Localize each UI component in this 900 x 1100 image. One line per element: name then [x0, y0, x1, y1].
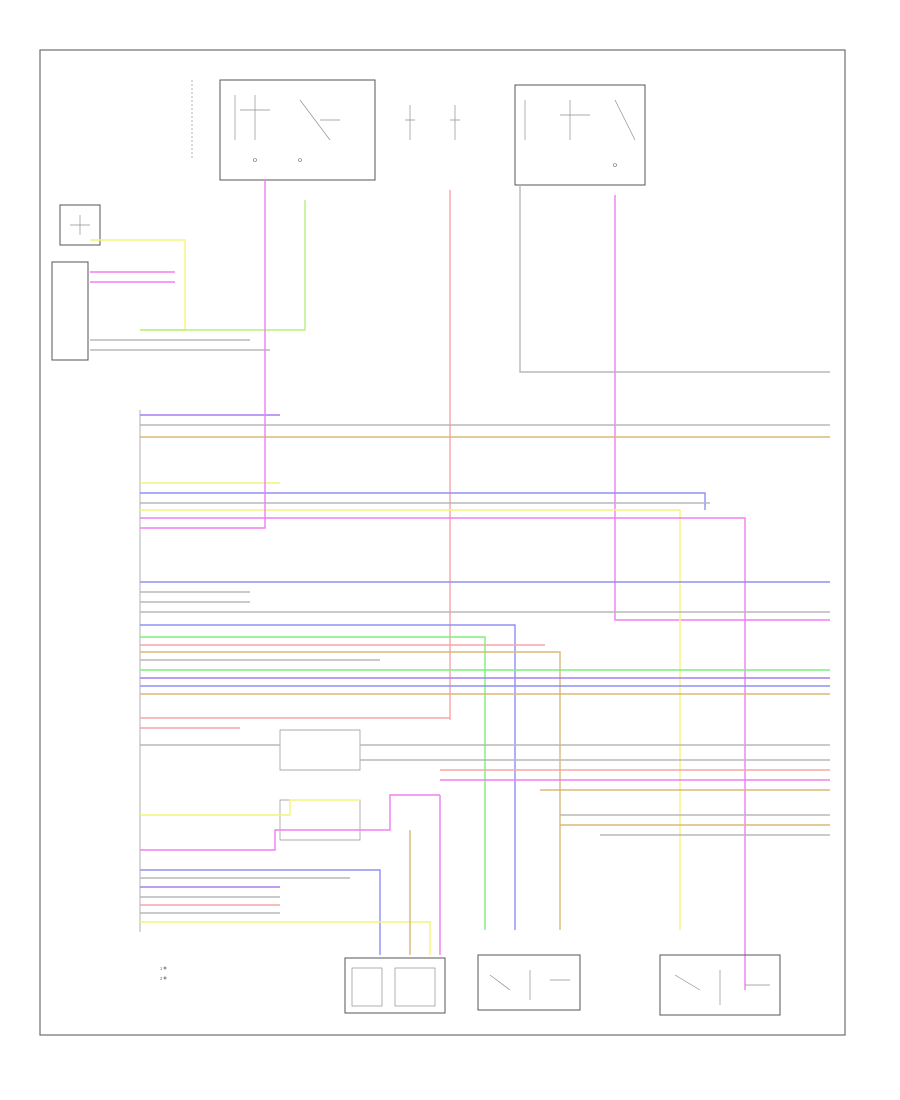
- left-sensor: [59, 204, 101, 246]
- wire-magenta-3: [614, 195, 830, 621]
- actuator-left: [344, 957, 446, 1014]
- wire-yellow-5: [140, 921, 431, 955]
- actuator-center: [477, 954, 581, 1011]
- wire-magenta-4: [140, 517, 746, 990]
- legend-marker-2: [163, 976, 167, 980]
- diagram-frame: [39, 49, 846, 1036]
- wire-yellow-1: [90, 239, 186, 331]
- wire-yellow-4: [140, 799, 360, 816]
- actuator-right: [659, 954, 781, 1016]
- wire-blue-1: [140, 492, 706, 510]
- top-relay-right: [514, 84, 646, 186]
- wire-blue-5: [140, 869, 381, 955]
- wire-green-2: [140, 636, 486, 930]
- wire-magenta-5: [140, 180, 266, 529]
- left-connector: [51, 261, 89, 361]
- legend-num-2: 2: [160, 976, 163, 981]
- top-relay-left: [219, 79, 376, 181]
- legend: 1 2: [160, 966, 167, 981]
- top-fuse-2: [450, 105, 460, 140]
- wire-green-1: [140, 200, 306, 331]
- wires: [90, 180, 830, 990]
- wire-blue-3: [140, 624, 516, 930]
- wire-gray-3: [519, 185, 830, 373]
- wire-magenta-7: [140, 794, 440, 851]
- legend-marker-1: [163, 966, 167, 970]
- legend-num-1: 1: [160, 966, 163, 971]
- wire-tan-2: [140, 651, 561, 930]
- top-fuse-1: [405, 105, 415, 140]
- control-module: [139, 410, 361, 932]
